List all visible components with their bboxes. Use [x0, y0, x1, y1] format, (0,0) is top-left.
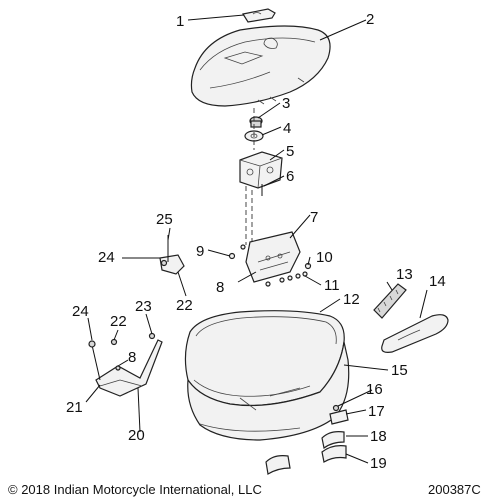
- callout-19: 19: [370, 455, 387, 472]
- callout-11: 11: [324, 277, 340, 294]
- part-latch-housing: [239, 151, 283, 189]
- callout-2: 2: [366, 11, 374, 28]
- part-reflector-strip: [373, 283, 407, 319]
- leader-lines: [85, 14, 428, 464]
- callout-24a: 24: [98, 249, 115, 266]
- callout-4: 4: [283, 120, 291, 137]
- callout-18: 18: [370, 428, 387, 445]
- callout-21: 21: [66, 399, 83, 416]
- part-small-bracket: [159, 235, 185, 275]
- callout-22b: 22: [110, 313, 127, 330]
- callout-8b: 8: [128, 349, 136, 366]
- part-top-lid: [190, 25, 331, 107]
- callout-14: 14: [429, 273, 446, 290]
- part-knob: [249, 116, 263, 128]
- callout-8: 8: [216, 279, 224, 296]
- callout-12: 12: [343, 291, 360, 308]
- part-mounting-plate: [245, 231, 301, 283]
- callout-23: 23: [135, 298, 152, 315]
- callout-5: 5: [286, 143, 294, 160]
- callout-17: 17: [368, 403, 385, 420]
- part-saddlebag-body: [187, 341, 350, 441]
- callout-7: 7: [310, 209, 318, 226]
- copyright-text: © 2018 Indian Motorcycle International, …: [8, 482, 262, 497]
- callout-13: 13: [396, 266, 413, 283]
- diagram-code: 200387C: [428, 482, 481, 497]
- part-emblem: [242, 8, 276, 23]
- callout-6: 6: [286, 168, 294, 185]
- callout-9: 9: [196, 243, 204, 260]
- callout-25: 25: [156, 211, 173, 228]
- part-clips: [265, 404, 349, 475]
- callout-1: 1: [176, 13, 184, 30]
- callout-16: 16: [366, 381, 383, 398]
- callout-3: 3: [282, 95, 290, 112]
- callout-15: 15: [391, 362, 408, 379]
- part-mounting-rail: [88, 332, 163, 397]
- alignment-lines: [245, 108, 255, 245]
- part-trim-badge: [381, 314, 449, 353]
- callout-10: 10: [316, 249, 333, 266]
- callout-24b: 24: [72, 303, 89, 320]
- callout-22a: 22: [176, 297, 193, 314]
- callout-20: 20: [128, 427, 145, 444]
- callout-labels: 1 2 3 4 5 6 7 8 9 10 11 12 13 14 15 16 1…: [66, 11, 446, 472]
